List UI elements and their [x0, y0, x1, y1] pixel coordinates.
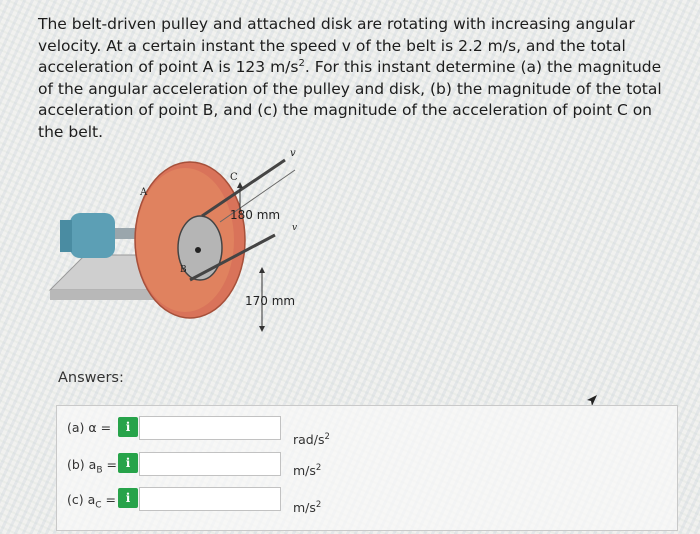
label-C: C [230, 172, 238, 183]
problem-statement: The belt-driven pulley and attached disk… [38, 15, 662, 141]
answer-a-input[interactable] [139, 416, 281, 440]
answer-a-label: (a) α = [67, 420, 112, 435]
answer-c-label: (c) aC = [67, 492, 117, 511]
answer-row-a: (a) α = i rad/s2 [57, 414, 677, 448]
info-button-a[interactable]: i [118, 417, 138, 437]
info-button-c[interactable]: i [118, 488, 138, 508]
answer-row-c: (c) aC = i m/s2 [57, 486, 677, 520]
answer-c-input[interactable] [139, 487, 281, 511]
answers-panel: (a) α = i rad/s2 (b) aB = i m/s2 (c) aC … [56, 405, 678, 531]
dimension-170mm: 170 mm [245, 294, 295, 308]
label-A: A [139, 187, 148, 198]
answer-row-b: (b) aB = i m/s2 [57, 450, 677, 484]
answer-a-unit: rad/s2 [293, 431, 330, 447]
info-button-b[interactable]: i [118, 453, 138, 473]
pulley-disk-figure: A B C v v 180 mm 170 mm [48, 148, 297, 332]
motor-body [70, 213, 115, 258]
answer-c-unit: m/s2 [293, 499, 322, 515]
dimension-180mm: 180 mm [230, 208, 280, 222]
answer-b-label: (b) aB = [67, 457, 117, 476]
answer-b-input[interactable] [139, 452, 281, 476]
belt [189, 158, 286, 282]
mouse-cursor-icon [587, 395, 597, 406]
label-v-top: v [290, 148, 296, 159]
label-B: B [180, 265, 187, 275]
label-v-mid: v [292, 223, 297, 233]
answer-b-unit: m/s2 [293, 462, 322, 478]
answers-heading: Answers: [58, 370, 124, 386]
